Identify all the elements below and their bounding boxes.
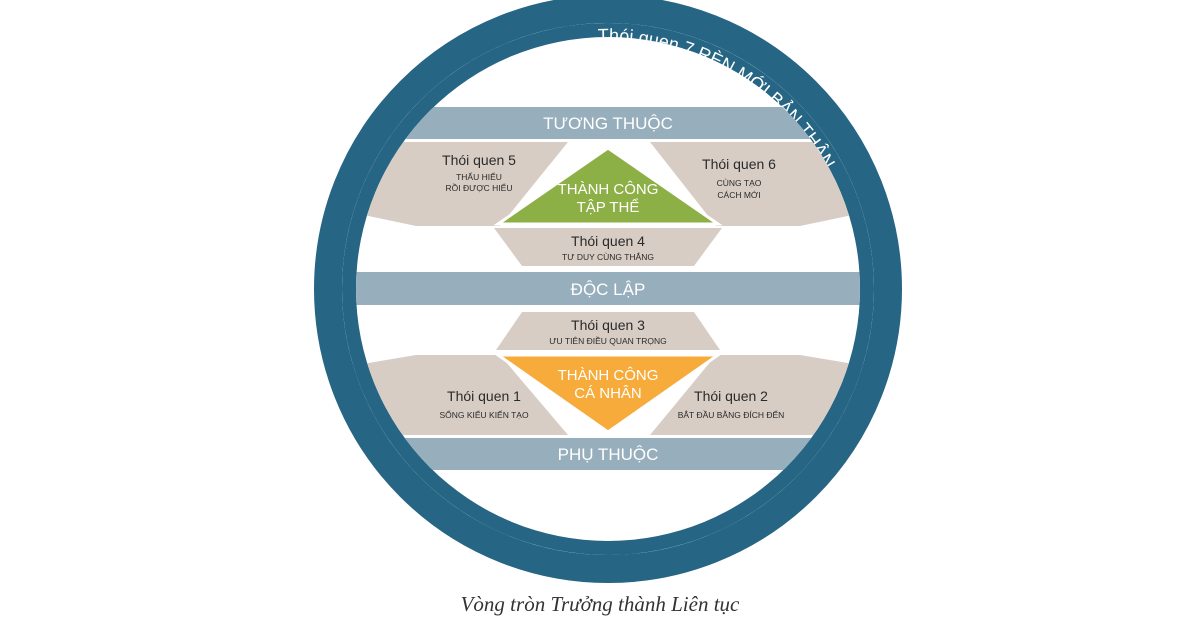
- personal-success-line2: CÁ NHÂN: [574, 385, 642, 402]
- band-middle: [356, 272, 860, 305]
- habit-5-sub2: RỒI ĐƯỢC HIỂU: [446, 182, 513, 193]
- group-success-triangle: [493, 146, 723, 226]
- habit-3-sub1: ƯU TIÊN ĐIỀU QUAN TRỌNG: [549, 336, 666, 346]
- personal-success-triangle: [493, 353, 723, 434]
- band-bottom-label: PHỤ THUỘC: [558, 445, 659, 464]
- habit-6-shape: [650, 142, 860, 226]
- habit-2-title: Thói quen 2: [694, 388, 768, 404]
- group-success-line1: THÀNH CÔNG: [558, 181, 659, 198]
- habit-5-sub1: THẤU HIỂU: [456, 171, 502, 182]
- habit-4-title: Thói quen 4: [571, 233, 645, 249]
- habit-1-sub1: SỐNG KIỂU KIẾN TẠO: [439, 409, 529, 420]
- band-bottom: [356, 438, 860, 470]
- habit-2-shape: [650, 355, 860, 435]
- habit-5-title: Thói quen 5: [442, 152, 516, 168]
- habit-4-shape: [494, 228, 722, 266]
- habit-3-title: Thói quen 3: [571, 317, 645, 333]
- personal-success-line1: THÀNH CÔNG: [558, 367, 659, 384]
- habit-6-sub2: CÁCH MỚI: [717, 190, 760, 200]
- habit-1-title: Thói quen 1: [447, 388, 521, 404]
- habit-6-title: Thói quen 6: [702, 156, 776, 172]
- habit-4-sub1: TƯ DUY CÙNG THẮNG: [562, 252, 654, 262]
- habit-2-sub1: BẮT ĐẦU BẰNG ĐÍCH ĐẾN: [678, 410, 785, 420]
- habit-3-shape: [496, 312, 720, 350]
- habit-6-sub1: CÙNG TẠO: [717, 178, 762, 188]
- band-middle-label: ĐỘC LẬP: [571, 280, 646, 299]
- group-success-line2: TẬP THỂ: [577, 198, 640, 216]
- band-top: [356, 107, 860, 139]
- habit-5-shape: [356, 142, 568, 226]
- habit-1-shape: [356, 355, 568, 435]
- diagram-caption: Vòng tròn Trưởng thành Liên tục: [460, 592, 740, 616]
- band-top-label: TƯƠNG THUỘC: [543, 114, 673, 133]
